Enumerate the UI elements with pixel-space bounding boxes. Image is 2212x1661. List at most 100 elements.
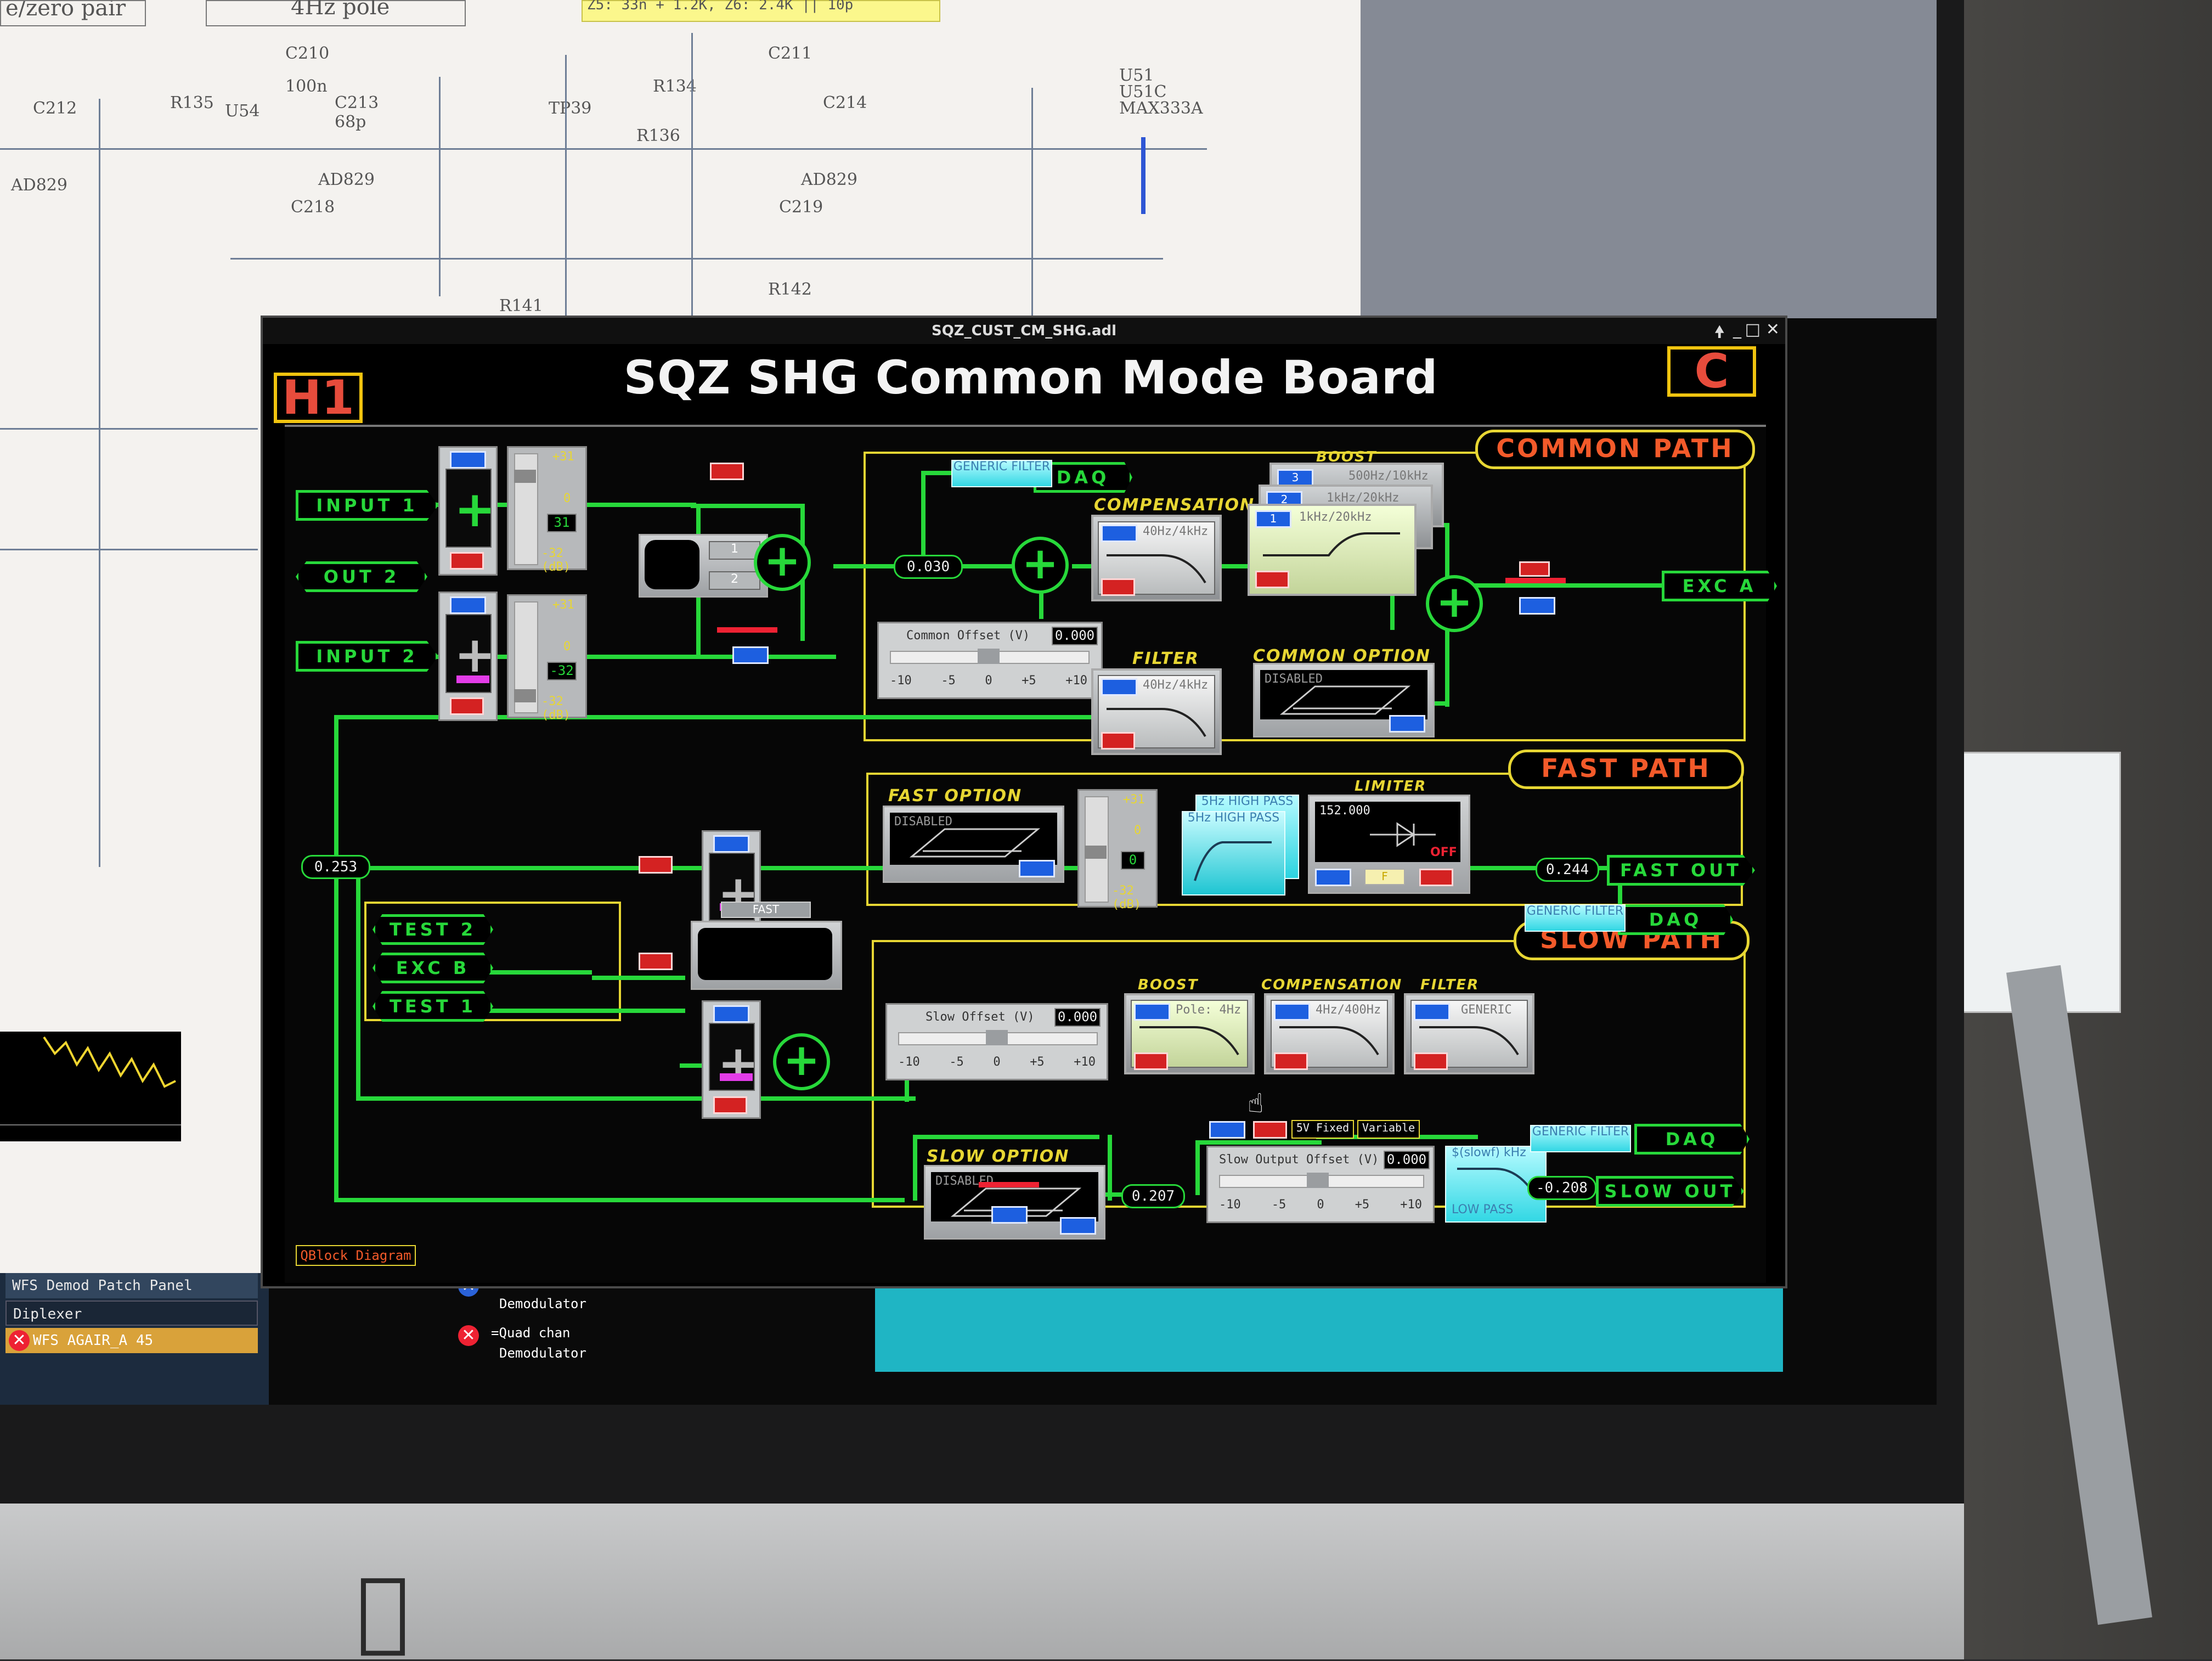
input-2-enable-switch[interactable]: + — [438, 592, 498, 721]
slow-option-box[interactable]: DISABLED — [924, 1165, 1105, 1240]
common-filter[interactable]: 40Hz/4kHz — [1091, 668, 1222, 755]
fast-tag-button[interactable]: FAST — [721, 902, 811, 918]
mode-5v-fixed-button[interactable]: 5V Fixed — [1291, 1120, 1354, 1139]
input-1-enable-switch[interactable]: + — [438, 446, 498, 576]
test-1-port[interactable]: TEST 1 — [373, 991, 493, 1022]
option-enable-button[interactable] — [1060, 1217, 1096, 1235]
input-1-port[interactable]: INPUT 1 — [296, 490, 438, 521]
boost-stage-1[interactable]: 1 1kHz/20kHz — [1248, 504, 1417, 596]
slow-boost-filter[interactable]: Pole: 4Hz — [1124, 993, 1255, 1074]
input-1-gain-slider[interactable]: +31 0 31 -32 (dB) — [507, 446, 587, 574]
disable-button[interactable] — [713, 1096, 747, 1114]
exc-a-red-button[interactable] — [1519, 561, 1550, 577]
boost-3-button[interactable]: 3 — [1277, 469, 1313, 487]
enable-button[interactable] — [713, 835, 749, 853]
medm-window[interactable]: SQZ_CUST_CM_SHG.adl 🠝 _ □ ✕ H1 C SQZ SHG… — [261, 316, 1787, 1288]
fast-out-port[interactable]: FAST OUT — [1607, 855, 1755, 886]
window-titlebar[interactable]: SQZ_CUST_CM_SHG.adl — [263, 318, 1785, 344]
input-2-gain-slider[interactable]: +31 0 -32 -32 (dB) — [507, 594, 587, 722]
slow-lowpass-filter[interactable]: $(slowf) kHz LOW PASS — [1445, 1146, 1547, 1223]
slow-adder-switch[interactable]: + — [702, 1000, 761, 1119]
slow-generic-filter-button[interactable]: GENERIC FILTER — [1530, 1125, 1631, 1152]
filter-off-button[interactable] — [1101, 578, 1135, 596]
option-enable-button[interactable] — [1389, 715, 1425, 733]
taskbar-item[interactable]: WFS Demod Patch Panel — [5, 1273, 258, 1298]
selector-option-2[interactable]: 2 — [709, 571, 760, 590]
filter-off-button[interactable] — [1414, 1052, 1448, 1070]
slider-value: 0 — [1121, 851, 1145, 870]
enable-button[interactable] — [450, 451, 486, 469]
disable-button[interactable] — [450, 552, 484, 570]
filter-on-button[interactable] — [1134, 1003, 1170, 1021]
selector-option-1[interactable]: 1 — [709, 541, 760, 560]
window-maximize-button[interactable]: □ — [1745, 320, 1760, 339]
slow-mode-red-button[interactable] — [1253, 1121, 1287, 1139]
spectrum-trace — [0, 1036, 181, 1125]
enable-button[interactable] — [450, 596, 486, 614]
filter-on-button[interactable] — [1101, 678, 1137, 696]
input-2-port[interactable]: INPUT 2 — [296, 641, 438, 672]
limiter-box[interactable]: 152.000 OFF F — [1308, 795, 1470, 894]
filter-text: 4Hz/400Hz — [1316, 1003, 1381, 1017]
enable-button[interactable] — [713, 1005, 749, 1023]
ramp-enable-button[interactable] — [710, 463, 744, 480]
window-close-button[interactable]: ✕ — [1765, 320, 1780, 339]
limiter-blue-button[interactable] — [1315, 869, 1351, 886]
fast-gain-slider[interactable]: +31 0 0 -32 (dB) — [1077, 789, 1158, 911]
test-group-frame — [364, 902, 621, 1021]
common-compensation-filter[interactable]: 40Hz/4kHz — [1091, 515, 1222, 601]
common-option-box[interactable]: DISABLED — [1253, 663, 1435, 737]
slow-ramp-blue-button[interactable] — [991, 1206, 1028, 1224]
filter-off-button[interactable] — [1101, 732, 1135, 750]
exc-b-port[interactable]: EXC B — [373, 953, 493, 983]
exc-a-blue-button[interactable] — [1519, 597, 1555, 615]
ramp-blue-button[interactable] — [732, 646, 769, 664]
limiter-f-button[interactable]: F — [1364, 869, 1405, 885]
filter-on-button[interactable] — [1274, 1003, 1310, 1021]
test-2-port[interactable]: TEST 2 — [373, 914, 493, 945]
diode-icon — [1370, 822, 1436, 847]
fast-option-box[interactable]: DISABLED — [883, 806, 1064, 883]
boost-off-button[interactable] — [1255, 571, 1289, 588]
filter-off-button[interactable] — [1274, 1052, 1308, 1070]
slow-generic-filter[interactable]: GENERIC — [1404, 993, 1534, 1074]
boost-1-button[interactable]: 1 — [1255, 510, 1291, 528]
schematic-label: C214 — [823, 93, 867, 112]
lowpass-head: $(slowf) kHz — [1452, 1146, 1526, 1159]
mode-variable-button[interactable]: Variable — [1357, 1120, 1420, 1139]
fast-generic-filter-button[interactable]: GENERIC FILTER — [1525, 904, 1626, 932]
window-minimize-button[interactable]: _ — [1733, 320, 1741, 339]
path-switcher[interactable] — [691, 921, 842, 990]
fast-ramp-button[interactable] — [639, 856, 673, 874]
common-generic-filter-button[interactable]: GENERIC FILTER — [951, 460, 1052, 487]
daq-slow-port[interactable]: DAQ — [1634, 1124, 1750, 1155]
block-diagram-link[interactable]: QBlock Diagram — [296, 1245, 416, 1266]
background-window[interactable] — [1361, 0, 1937, 318]
disable-button[interactable] — [450, 697, 484, 715]
filter-on-button[interactable] — [1414, 1003, 1450, 1021]
fast-highpass-filter-2[interactable]: 5Hz HIGH PASS — [1182, 811, 1285, 896]
window-pin-icon[interactable]: 🠝 — [1714, 323, 1725, 342]
exc-a-port[interactable]: EXC A — [1662, 571, 1777, 601]
filter-on-button[interactable] — [1101, 525, 1137, 542]
taskbar-item[interactable]: Diplexer — [5, 1300, 258, 1326]
taskbar-item[interactable]: WFS AGAIR_A 45 — [5, 1328, 258, 1353]
limiter-red-button[interactable] — [1419, 869, 1453, 886]
output-selector[interactable]: 1 2 — [639, 534, 768, 598]
option-enable-button[interactable] — [1019, 860, 1055, 877]
slow-out-port[interactable]: SLOW OUT — [1596, 1176, 1744, 1207]
lowpass-label: LOW PASS — [1452, 1203, 1514, 1217]
out-2-port[interactable]: OUT 2 — [296, 561, 427, 592]
c-badge[interactable]: C — [1667, 346, 1756, 397]
spectrum-plot-window[interactable] — [0, 1032, 181, 1141]
slow-mode-blue-button[interactable] — [1209, 1121, 1245, 1139]
filter-off-button[interactable] — [1134, 1052, 1168, 1070]
daq-fast-port[interactable]: DAQ — [1618, 904, 1733, 935]
slow-compensation-filter[interactable]: 4Hz/400Hz — [1264, 993, 1395, 1074]
close-x-icon[interactable]: ✕ — [9, 1330, 30, 1351]
exc-b-enable-button[interactable] — [639, 953, 673, 970]
